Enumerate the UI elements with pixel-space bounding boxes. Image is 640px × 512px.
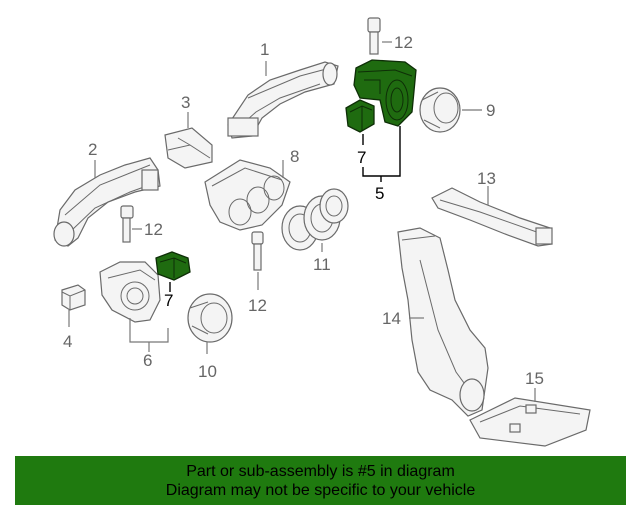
part-2-duct[interactable]: [53, 157, 161, 247]
callout-10: 10: [198, 362, 217, 381]
part-5-vent-housing[interactable]: [353, 59, 417, 127]
part-1-duct[interactable]: [227, 61, 339, 139]
callout-8: 8: [290, 147, 299, 166]
callout-11: 11: [313, 255, 331, 274]
callout-1: 1: [260, 40, 269, 59]
part-14-duct[interactable]: [397, 227, 489, 417]
part-12-sensor-left[interactable]: [120, 205, 134, 243]
callout-12-top: 12: [394, 33, 413, 52]
part-13-duct[interactable]: [431, 187, 553, 247]
part-15-floor-vent[interactable]: [469, 397, 591, 447]
part-12-sensor-top[interactable]: [367, 17, 381, 55]
part-10-round-vent[interactable]: [187, 293, 233, 343]
leader-5: [362, 126, 401, 177]
callout-12-left: 12: [144, 220, 163, 239]
callout-13: 13: [477, 169, 496, 188]
part-8-vent-assembly[interactable]: [204, 159, 291, 231]
callout-14: 14: [382, 309, 401, 328]
part-12-sensor-center[interactable]: [251, 231, 264, 271]
part-11-vent-grilles[interactable]: [281, 188, 349, 251]
callout-6: 6: [143, 351, 152, 370]
callout-9: 9: [486, 101, 495, 120]
banner-line-2: Diagram may not be specific to your vehi…: [165, 481, 476, 499]
callout-12-center: 12: [248, 296, 267, 315]
banner-line-1: Part or sub-assembly is #5 in diagram: [186, 462, 455, 480]
info-banner: Part or sub-assembly is #5 in diagram Di…: [15, 456, 626, 505]
callout-4: 4: [63, 332, 72, 351]
part-7-actuator-lower[interactable]: [155, 251, 191, 281]
callout-15: 15: [525, 369, 544, 388]
callout-3: 3: [181, 93, 190, 112]
callout-7-upper: 7: [357, 148, 366, 167]
callout-7-lower: 7: [164, 291, 173, 310]
part-6-housing[interactable]: [99, 261, 161, 323]
callout-2: 2: [88, 140, 97, 159]
part-9-round-vent[interactable]: [419, 87, 461, 133]
callout-5: 5: [375, 184, 384, 203]
part-7-actuator-upper[interactable]: [345, 99, 375, 133]
part-4-block[interactable]: [61, 284, 86, 311]
parts-diagram: 1 2 3 4 6 7: [53, 17, 591, 447]
part-3-duct[interactable]: [164, 127, 213, 169]
